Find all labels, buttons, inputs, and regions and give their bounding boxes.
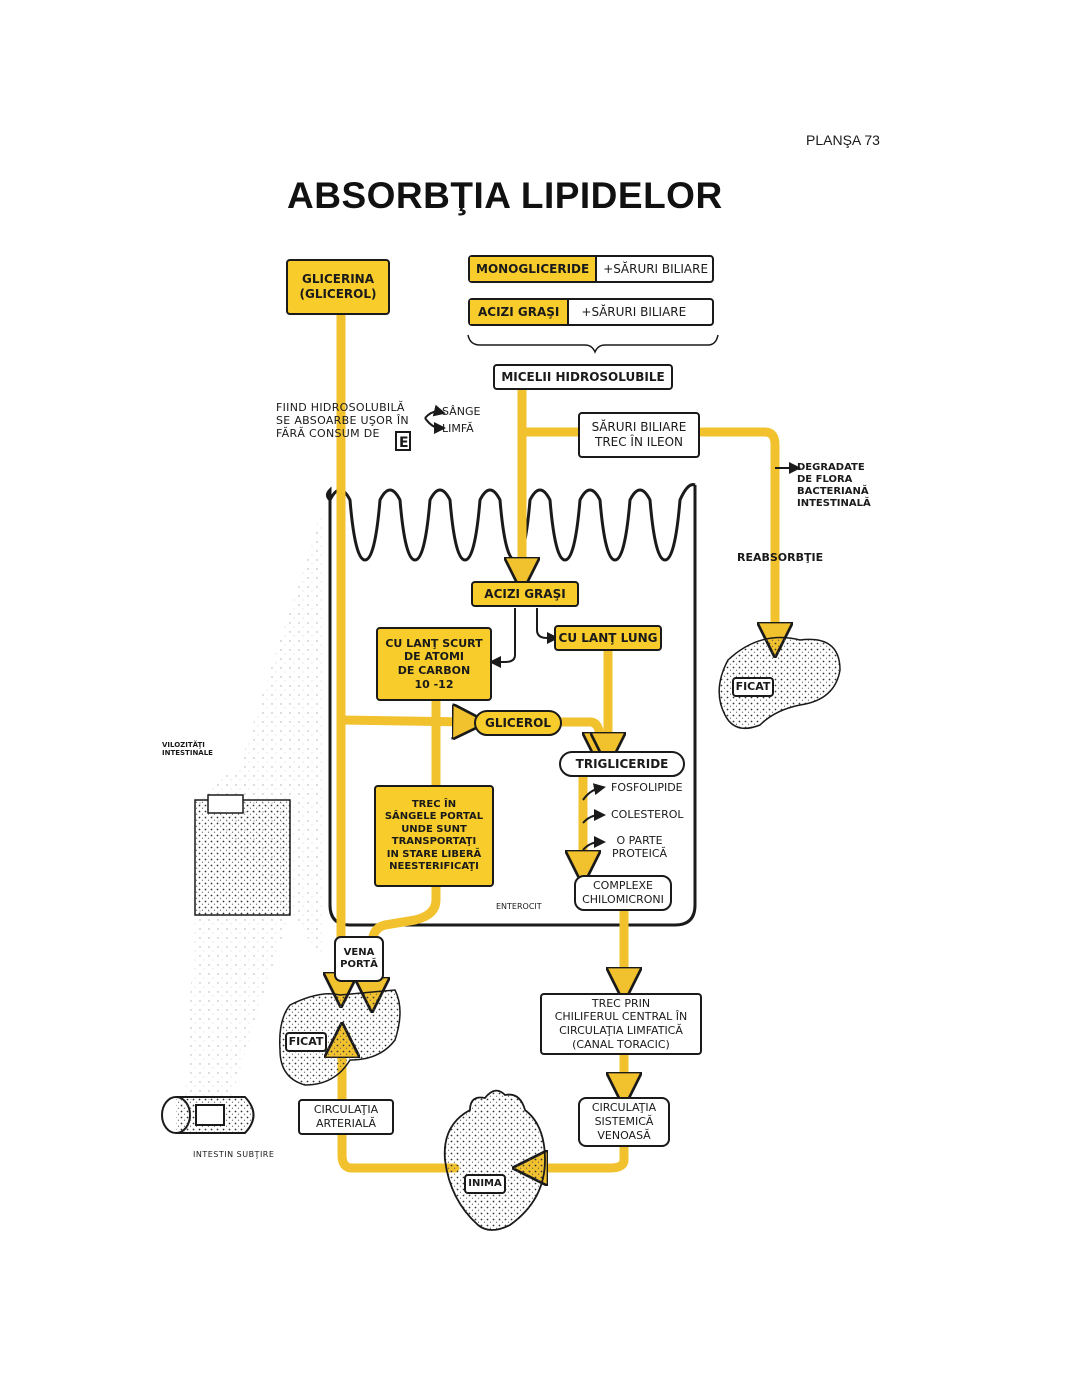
fosfolipide-label: FOSFOLIPIDE [611,781,683,794]
saruri-biliare-label-1: +SĂRURI BILIARE [603,261,709,276]
chilomicroni-box: COMPLEXE CHILOMICRONI [574,875,672,911]
liver-right-illustration [718,636,841,730]
circulatia-venoasa-box: CIRCULAŢIA SISTEMICĂ VENOASĂ [578,1097,670,1147]
flow-to-glicerol [336,720,470,722]
sange-label: SÂNGE [442,405,481,418]
ficat-right-label: FICAT [732,677,774,697]
vena-porta-label: VENA PORTĂ [340,947,378,970]
parte-proteica-label: O PARTE PROTEICĂ [612,834,668,861]
flow-venoasa-inima [530,1140,629,1168]
colesterol-label: COLESTEROL [611,808,684,821]
enterocit-label: ENTEROCIT [496,902,542,911]
reabsorbtie-label: REABSORBŢIE [737,551,824,564]
vena-porta-band [334,936,384,982]
projection-fan-bottom [185,910,290,1100]
projection-fan-top [195,500,325,960]
page-title: ABSORBŢIA LIPIDELOR [287,175,723,216]
plate-number: PLANŞA 73 [806,132,880,148]
limfa-label: LIMFĂ [442,422,474,435]
saruri-biliare-label-2: +SĂRURI BILIARE [581,304,687,319]
acizi-grasi-row: ACIZI GRAŞI +SĂRURI BILIARE [468,298,714,326]
saruri-ileon-box: SĂRURI BILIARE TREC ÎN ILEON [578,412,700,458]
heart-illustration [443,1089,546,1231]
energy-symbol [395,431,411,451]
flow-ileon-right [695,427,775,640]
brace-micelii [467,334,719,354]
arrow-proteica [582,836,606,851]
villi-block-illustration [194,799,291,916]
villi-highlight [207,794,244,814]
intestin-subtire-label: INTESTIN SUBŢIRE [193,1150,275,1159]
trec-sange-portal-box: TREC ÎN SÂNGELE PORTAL UNDE SUNT TRANSPO… [374,785,494,887]
arrow-acizi-scurt [489,608,516,668]
degradate-note: DEGRADATE DE FLORA BACTERIANĂ INTESTINAL… [797,462,871,509]
lant-lung-box: CU LANŢ LUNG [554,625,662,651]
circulatia-arteriala-box: CIRCULAŢIA ARTERIALĂ [298,1099,394,1135]
trigliceride-box: TRIGLICERIDE [559,751,685,777]
arrow-sange [424,404,446,419]
ficat-left-label: FICAT [285,1032,327,1052]
vilozitati-label: VILOZITĂŢI INTESTINALE [162,741,213,758]
acizi-grasi-label-top: ACIZI GRAŞI [470,300,570,324]
arrow-colesterol [582,809,606,824]
monogliceride-row: MONOGLICERIDE +SĂRURI BILIARE [468,255,714,283]
glicerina-box: GLICERINA (GLICEROL) [286,259,390,315]
hidrosolubila-note: FIIND HIDROSOLUBILĂ SE ABSOARBE UŞOR ÎN … [276,401,409,441]
small-intestine-illustration [161,1096,255,1134]
flow-glicerol-trig [555,717,600,750]
liver-left-illustration [278,989,401,1086]
inima-label: INIMA [464,1174,506,1194]
arrow-limfa [424,417,446,434]
flow-inima-arteriala [342,1040,460,1173]
acizi-grasi-mid-box: ACIZI GRAŞI [471,581,579,607]
glicerol-box: GLICEROL [474,710,562,736]
lant-scurt-box: CU LANŢ SCURT DE ATOMI DE CARBON 10 -12 [376,627,492,701]
micelii-box: MICELII HIDROSOLUBILE [493,364,673,390]
chiliferul-box: TREC PRIN CHILIFERUL CENTRAL ÎN CIRCULAŢ… [540,993,702,1055]
monogliceride-label: MONOGLICERIDE [470,257,598,281]
energy-symbol-letter: E [399,435,409,451]
arrow-fosfolipide [582,783,606,801]
arrow-acizi-lung [536,608,559,644]
